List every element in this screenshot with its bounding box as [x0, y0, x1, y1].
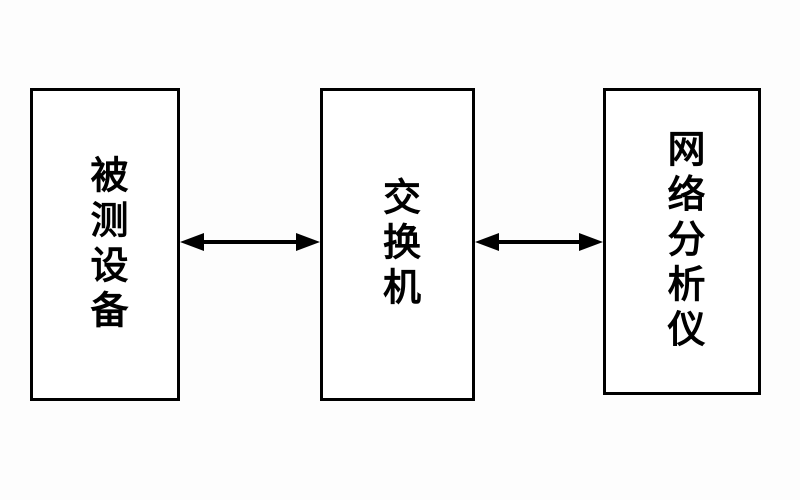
box-switch-label: 交换机	[376, 177, 419, 312]
bidirectional-arrow-icon	[475, 227, 603, 257]
box-network-analyzer: 网络分析仪	[603, 88, 761, 395]
box-switch: 交换机	[320, 88, 475, 401]
box-device-under-test: 被测设备	[30, 88, 180, 401]
box-network-analyzer-label: 网络分析仪	[661, 129, 703, 354]
box-device-under-test-label: 被测设备	[84, 154, 126, 335]
bidirectional-arrow-icon	[180, 227, 320, 257]
